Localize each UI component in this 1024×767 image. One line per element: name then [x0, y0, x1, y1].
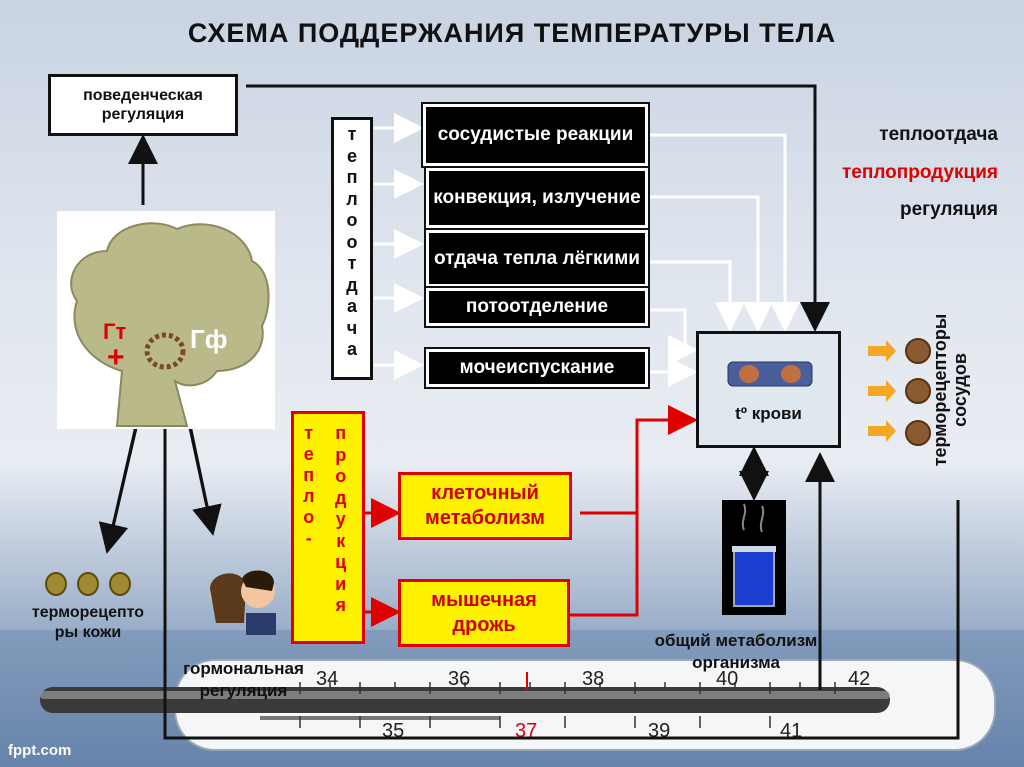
- cell-metabolism-label: клеточный метаболизм: [425, 482, 545, 529]
- heat-production-letter: -: [305, 528, 312, 548]
- sweating-label: потоотделение: [465, 296, 609, 317]
- sweating-box: потоотделение: [424, 286, 650, 328]
- brain-panel: Гт + Гф: [57, 211, 275, 429]
- urination-box: мочеиспускание: [424, 347, 650, 389]
- watermark: fppt.com: [8, 742, 72, 759]
- heat-production-letter: я: [335, 595, 346, 615]
- thermometer-graphic: [0, 630, 1024, 767]
- general-metabolism-label: общий метаболизм организма: [654, 631, 818, 672]
- tick-top-2: 36: [448, 668, 471, 690]
- heat-loss-letter: л: [346, 188, 358, 209]
- heat-production-col1: т е п л о -: [303, 423, 314, 549]
- heat-production-letter: т: [304, 423, 314, 443]
- vessel-receptor-icons: [868, 338, 931, 446]
- heat-loss-letter: а: [346, 296, 357, 316]
- heat-production-letter: л: [303, 486, 315, 506]
- heat-loss-letter: п: [346, 167, 358, 187]
- heat-loss-letter: д: [346, 274, 358, 295]
- heat-loss-letter: т: [347, 124, 357, 144]
- skin-receptors-label: терморецепто ры кожи: [31, 604, 145, 641]
- vascular-reactions-label: сосудистые реакции: [437, 124, 634, 145]
- heat-loss-letter: т: [347, 253, 357, 273]
- heat-production-letter: е: [303, 444, 314, 464]
- convection-label: конвекция, излучение: [433, 187, 641, 208]
- heat-loss-letter: ч: [346, 317, 358, 338]
- tick-top-1: 34: [316, 668, 339, 690]
- muscle-shivering-box: мышечная дрожь: [398, 579, 570, 647]
- heat-production-letter: у: [335, 509, 346, 529]
- hypothalamus-label-right: Гф: [190, 324, 228, 354]
- legend-heat-production: теплопродукция: [841, 162, 998, 183]
- behavioral-regulation-box: поведенческая регуляция: [48, 74, 238, 136]
- blood-temperature-label: tº крови: [735, 404, 802, 423]
- tick-top-3: 38: [582, 668, 605, 690]
- muscle-shivering-label: мышечная дрожь: [431, 589, 537, 636]
- heat-production-col2: п р о д у к ц и я: [335, 423, 346, 617]
- behavioral-regulation-label: поведенческая регуляция: [83, 87, 203, 123]
- convection-box: конвекция, излучение: [424, 166, 650, 230]
- heat-production-letter: р: [335, 444, 347, 465]
- urination-label: мочеиспускание: [459, 357, 615, 378]
- heat-production-letter: ц: [335, 552, 347, 572]
- hypothalamus-label-left: Гт: [103, 319, 127, 344]
- tick-top-5: 42: [848, 668, 871, 690]
- brain-icon: [70, 222, 270, 427]
- blood-temperature-box: tº крови: [696, 331, 841, 448]
- cell-metabolism-box: клеточный метаболизм: [398, 472, 572, 540]
- blood-tube-icon: [727, 361, 813, 387]
- heat-production-letter: п: [335, 423, 347, 443]
- couple-faces-icon: [210, 570, 276, 635]
- beaker-icon: [722, 500, 786, 615]
- heat-production-letter: о: [303, 507, 315, 527]
- skin-receptor-icons: [45, 572, 131, 596]
- plus-sign: +: [107, 341, 125, 374]
- heat-loss-vertical-box: т е п л о о т д а ч а: [331, 117, 373, 380]
- heat-production-letter: д: [335, 487, 347, 508]
- heat-loss-letter: е: [346, 145, 357, 166]
- heat-production-letter: к: [336, 530, 346, 551]
- vessel-receptors-label: терморецепторы сосудов: [930, 313, 970, 467]
- heat-loss-letter: о: [346, 231, 358, 252]
- heat-production-letter: и: [335, 573, 347, 594]
- page-title: СХЕМА ПОДДЕРЖАНИЯ ТЕМПЕРАТУРЫ ТЕЛА: [187, 18, 837, 48]
- heat-production-letter: п: [303, 465, 315, 485]
- heat-loss-letter: о: [346, 210, 358, 230]
- heat-production-letter: о: [335, 466, 347, 486]
- hormonal-regulation-label: гормональная регуляция: [183, 659, 304, 700]
- vascular-reactions-box: сосудистые реакции: [421, 102, 650, 168]
- lungs-heat-loss-box: отдача тепла лёгкими: [424, 228, 650, 289]
- legend-heat-loss: теплоотдача: [879, 124, 998, 145]
- lungs-heat-loss-label: отдача тепла лёгкими: [434, 247, 640, 269]
- tick-top-4: 40: [716, 668, 739, 690]
- legend-regulation: регуляция: [899, 199, 998, 220]
- heat-production-vertical-box: т е п л о - п р о д у к ц и я: [291, 411, 365, 644]
- heat-loss-letter: а: [346, 339, 357, 359]
